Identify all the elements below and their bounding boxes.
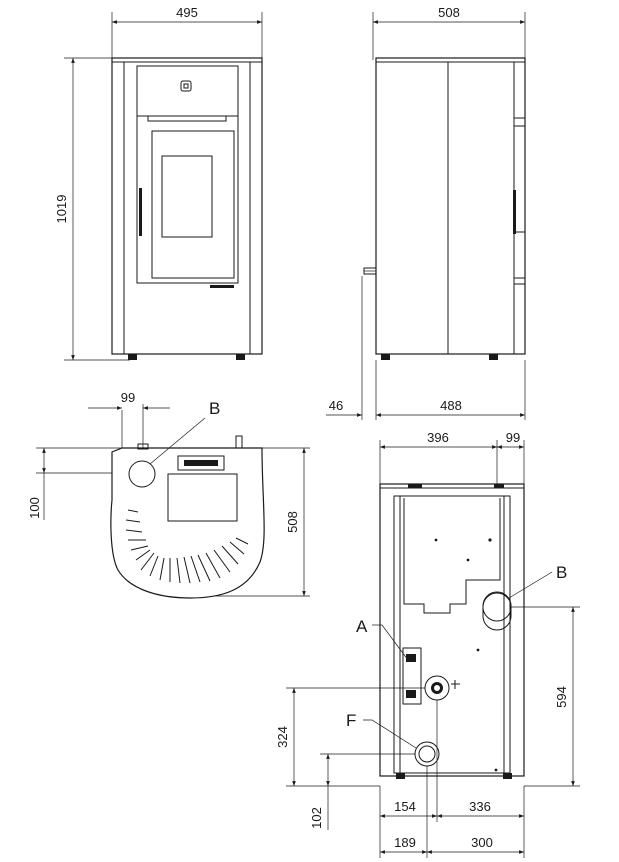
top-depth-dimension: 508 (285, 511, 300, 533)
top-control-panel (177, 455, 225, 471)
front-foot-right (236, 354, 245, 360)
side-view: 508 46 488 (326, 5, 526, 420)
front-foot-left (128, 354, 137, 360)
rear-callout-air-inlet: A (356, 617, 368, 636)
fire-window (161, 155, 213, 238)
door-handle (139, 188, 142, 236)
side-foot-left (381, 354, 390, 360)
front-body-outline (111, 57, 263, 355)
top-callout-flue: B (209, 399, 220, 418)
rear-callout-flue: B (556, 563, 567, 582)
rear-control-board (402, 647, 422, 705)
rear-air-inlet-height-dimension: 324 (275, 726, 290, 748)
top-body-outline (110, 447, 265, 599)
top-flue-front-dimension: 100 (27, 497, 42, 519)
front-width-dimension: 495 (176, 5, 198, 20)
front-view: 495 1019 (54, 5, 263, 361)
rear-outlet-height-dimension: 102 (309, 807, 324, 829)
side-body-outline (375, 57, 526, 355)
side-base-depth-dimension: 488 (440, 398, 462, 413)
rear-left-to-flue-dimension: 396 (427, 430, 449, 445)
rear-flue-height-dimension: 594 (554, 686, 569, 708)
top-hopper-lid (167, 473, 238, 522)
logo-icon (180, 80, 192, 92)
rear-left-bottom-dimension: 154 (394, 799, 416, 814)
rear-view: 396 99 A (275, 430, 580, 858)
rear-flue-right-dimension: 99 (506, 430, 520, 445)
side-foot-right (489, 354, 498, 360)
top-vent-slots (125, 509, 249, 584)
front-height-dimension: 1019 (54, 195, 69, 224)
rear-callout-fan-outlet: F (346, 711, 356, 730)
top-flue-offset-dimension: 99 (121, 390, 135, 405)
rear-body-outline (379, 483, 525, 777)
rear-foot-left (396, 773, 405, 779)
rear-right-bottom2-dimension: 300 (471, 835, 493, 850)
rear-foot-right (503, 773, 512, 779)
rear-right-bottom-dimension: 336 (469, 799, 491, 814)
top-flue-outlet (128, 460, 156, 488)
side-depth-dimension: 508 (438, 5, 460, 20)
top-view: 99 100 508 (27, 390, 310, 599)
side-offset-dimension: 46 (329, 398, 343, 413)
rear-left-bottom2-dimension: 189 (394, 835, 416, 850)
